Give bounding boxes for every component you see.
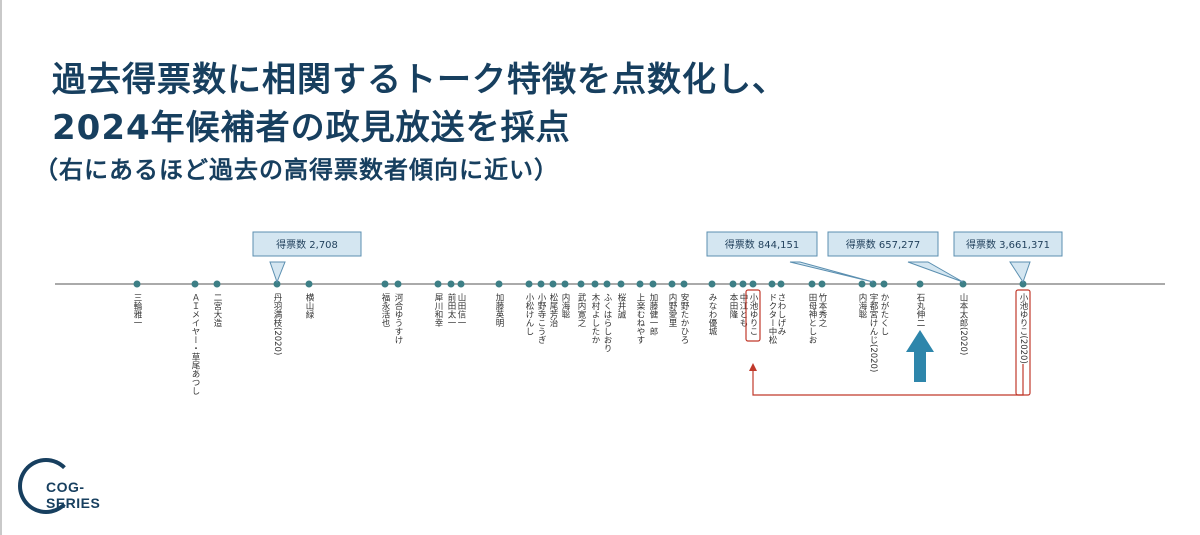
candidate-dot	[739, 280, 747, 288]
candidate-dot	[525, 280, 533, 288]
callout-text: 得票数 844,151	[725, 238, 800, 251]
candidate-label: みなわ優城	[707, 293, 717, 336]
candidate-dot	[381, 280, 389, 288]
candidate-label: 小池ゆりこ	[748, 292, 758, 335]
candidate-label: 石丸伸二	[915, 293, 925, 327]
page-title: 過去得票数に相関するトーク特徴を点数化し、 2024年候補者の政見放送を採点	[52, 56, 787, 152]
candidate-label: ふくはらしおり	[602, 293, 612, 353]
candidate-dot	[394, 280, 402, 288]
candidate-dot	[808, 280, 816, 288]
score-timeline: 三輪雅一 ＡＩメイヤー・草尾あつし 二宮大造 丹羽満枝(2020) 横山緑 福永活也河合ゆ…	[55, 231, 1165, 396]
candidate-label: 桜井誠	[616, 292, 626, 319]
comparison-connector	[752, 364, 1024, 396]
candidate-dot	[636, 280, 644, 288]
candidate-label: かがたくし	[879, 293, 889, 336]
candidate-dot	[561, 280, 569, 288]
candidate-dot	[818, 280, 826, 288]
cog-series-logo: COG-SERIES	[18, 458, 138, 518]
candidate-label: 山本太郎(2020)	[958, 292, 968, 355]
candidate-label: 前田太一	[446, 292, 456, 327]
title-line-2: 2024年候補者の政見放送を採点	[52, 108, 571, 148]
candidate-label: 竹本秀之	[817, 292, 827, 328]
candidate-dot	[708, 280, 716, 288]
candidate-dot	[434, 280, 442, 288]
up-arrow-icon	[906, 330, 934, 382]
callout-text: 得票数 2,708	[276, 238, 338, 251]
candidate-dot	[916, 280, 924, 288]
callout-pointer	[1009, 261, 1031, 284]
candidate-label: 小松けんし	[524, 292, 534, 335]
candidate-dot	[305, 280, 313, 288]
candidate-label: 三輪雅一	[132, 293, 142, 327]
highlight-box	[745, 289, 761, 342]
candidate-dot	[668, 280, 676, 288]
candidate-label: 内野愛里	[667, 292, 677, 327]
candidate-label: 加藤英明	[494, 292, 504, 328]
candidate-label: 丹羽満枝(2020)	[272, 293, 282, 355]
callout-text: 得票数 657,277	[846, 238, 921, 251]
callout-box	[953, 231, 1063, 257]
candidate-label: 小池ゆりこ(2020)	[1018, 292, 1028, 363]
candidate-label: 福永活也	[380, 292, 390, 327]
callout-box	[252, 231, 362, 257]
candidate-dot	[680, 280, 688, 288]
candidate-dot	[777, 280, 785, 288]
callout-pointer	[789, 261, 874, 283]
candidate-label: 本田隆	[728, 292, 738, 319]
candidate-dot	[1019, 280, 1027, 288]
candidate-dot	[768, 280, 776, 288]
candidate-dot	[213, 280, 221, 288]
candidate-label: 山田信一	[456, 292, 466, 327]
candidate-label: ＡＩメイヤー・草尾あつし	[190, 293, 200, 395]
candidate-label: 横山緑	[304, 292, 314, 318]
candidate-label: 内海聡	[857, 292, 867, 319]
callout-text: 得票数 3,661,371	[966, 238, 1050, 251]
candidate-dot	[273, 280, 281, 288]
candidate-label: 河合ゆうすけ	[393, 292, 403, 344]
candidate-dot	[447, 280, 455, 288]
candidate-label: 宇都宮けんじ(2020)	[868, 292, 878, 372]
candidate-label: 内海聡	[560, 292, 570, 319]
candidate-dot	[133, 280, 141, 288]
candidate-dot	[495, 280, 503, 288]
candidate-label: 上楽むねやす	[635, 293, 645, 344]
logo-ring-icon	[18, 458, 74, 514]
candidate-label: 二宮大造	[212, 293, 222, 328]
left-edge-rule	[0, 0, 2, 535]
candidate-label: 犀川和幸	[433, 293, 443, 328]
candidate-dot	[549, 280, 557, 288]
callout-pointer	[907, 261, 964, 283]
callout-box	[706, 231, 818, 257]
candidate-dot	[537, 280, 545, 288]
callout-box	[827, 231, 939, 257]
candidate-dot	[880, 280, 888, 288]
connector-arrowhead-icon	[749, 363, 757, 371]
candidate-label: 松尾芳治	[548, 292, 558, 328]
callout-pointer	[269, 261, 286, 284]
candidate-label: 田母神としお	[807, 293, 817, 344]
candidate-dot	[649, 280, 657, 288]
candidate-dot	[457, 280, 465, 288]
candidate-label: ドクター中松	[767, 293, 777, 345]
logo-text: COG-SERIES	[46, 479, 101, 511]
candidate-label: 小野寺こうぎ	[536, 292, 546, 344]
candidate-dot	[729, 280, 737, 288]
candidate-label: さわしげみ	[776, 293, 786, 336]
candidate-label: 安野たかひろ	[679, 292, 689, 344]
candidate-label: 武内寛之	[576, 292, 586, 328]
candidate-dot	[959, 280, 967, 288]
candidate-label: 中江とも	[738, 292, 748, 327]
candidate-dot	[591, 280, 599, 288]
candidate-dot	[577, 280, 585, 288]
candidate-dot	[191, 280, 199, 288]
candidate-label: 木村よしたか	[590, 292, 600, 344]
candidate-dot	[858, 280, 866, 288]
title-line-1: 過去得票数に相関するトーク特徴を点数化し、	[52, 60, 787, 100]
page-subtitle: （右にあるほど過去の高得票数者傾向に近い）	[34, 156, 559, 184]
candidate-label: 加藤健一郎	[648, 292, 658, 336]
candidate-dot	[617, 280, 625, 288]
candidate-dot	[749, 280, 757, 288]
candidate-dot	[869, 280, 877, 288]
candidate-dot	[603, 280, 611, 288]
